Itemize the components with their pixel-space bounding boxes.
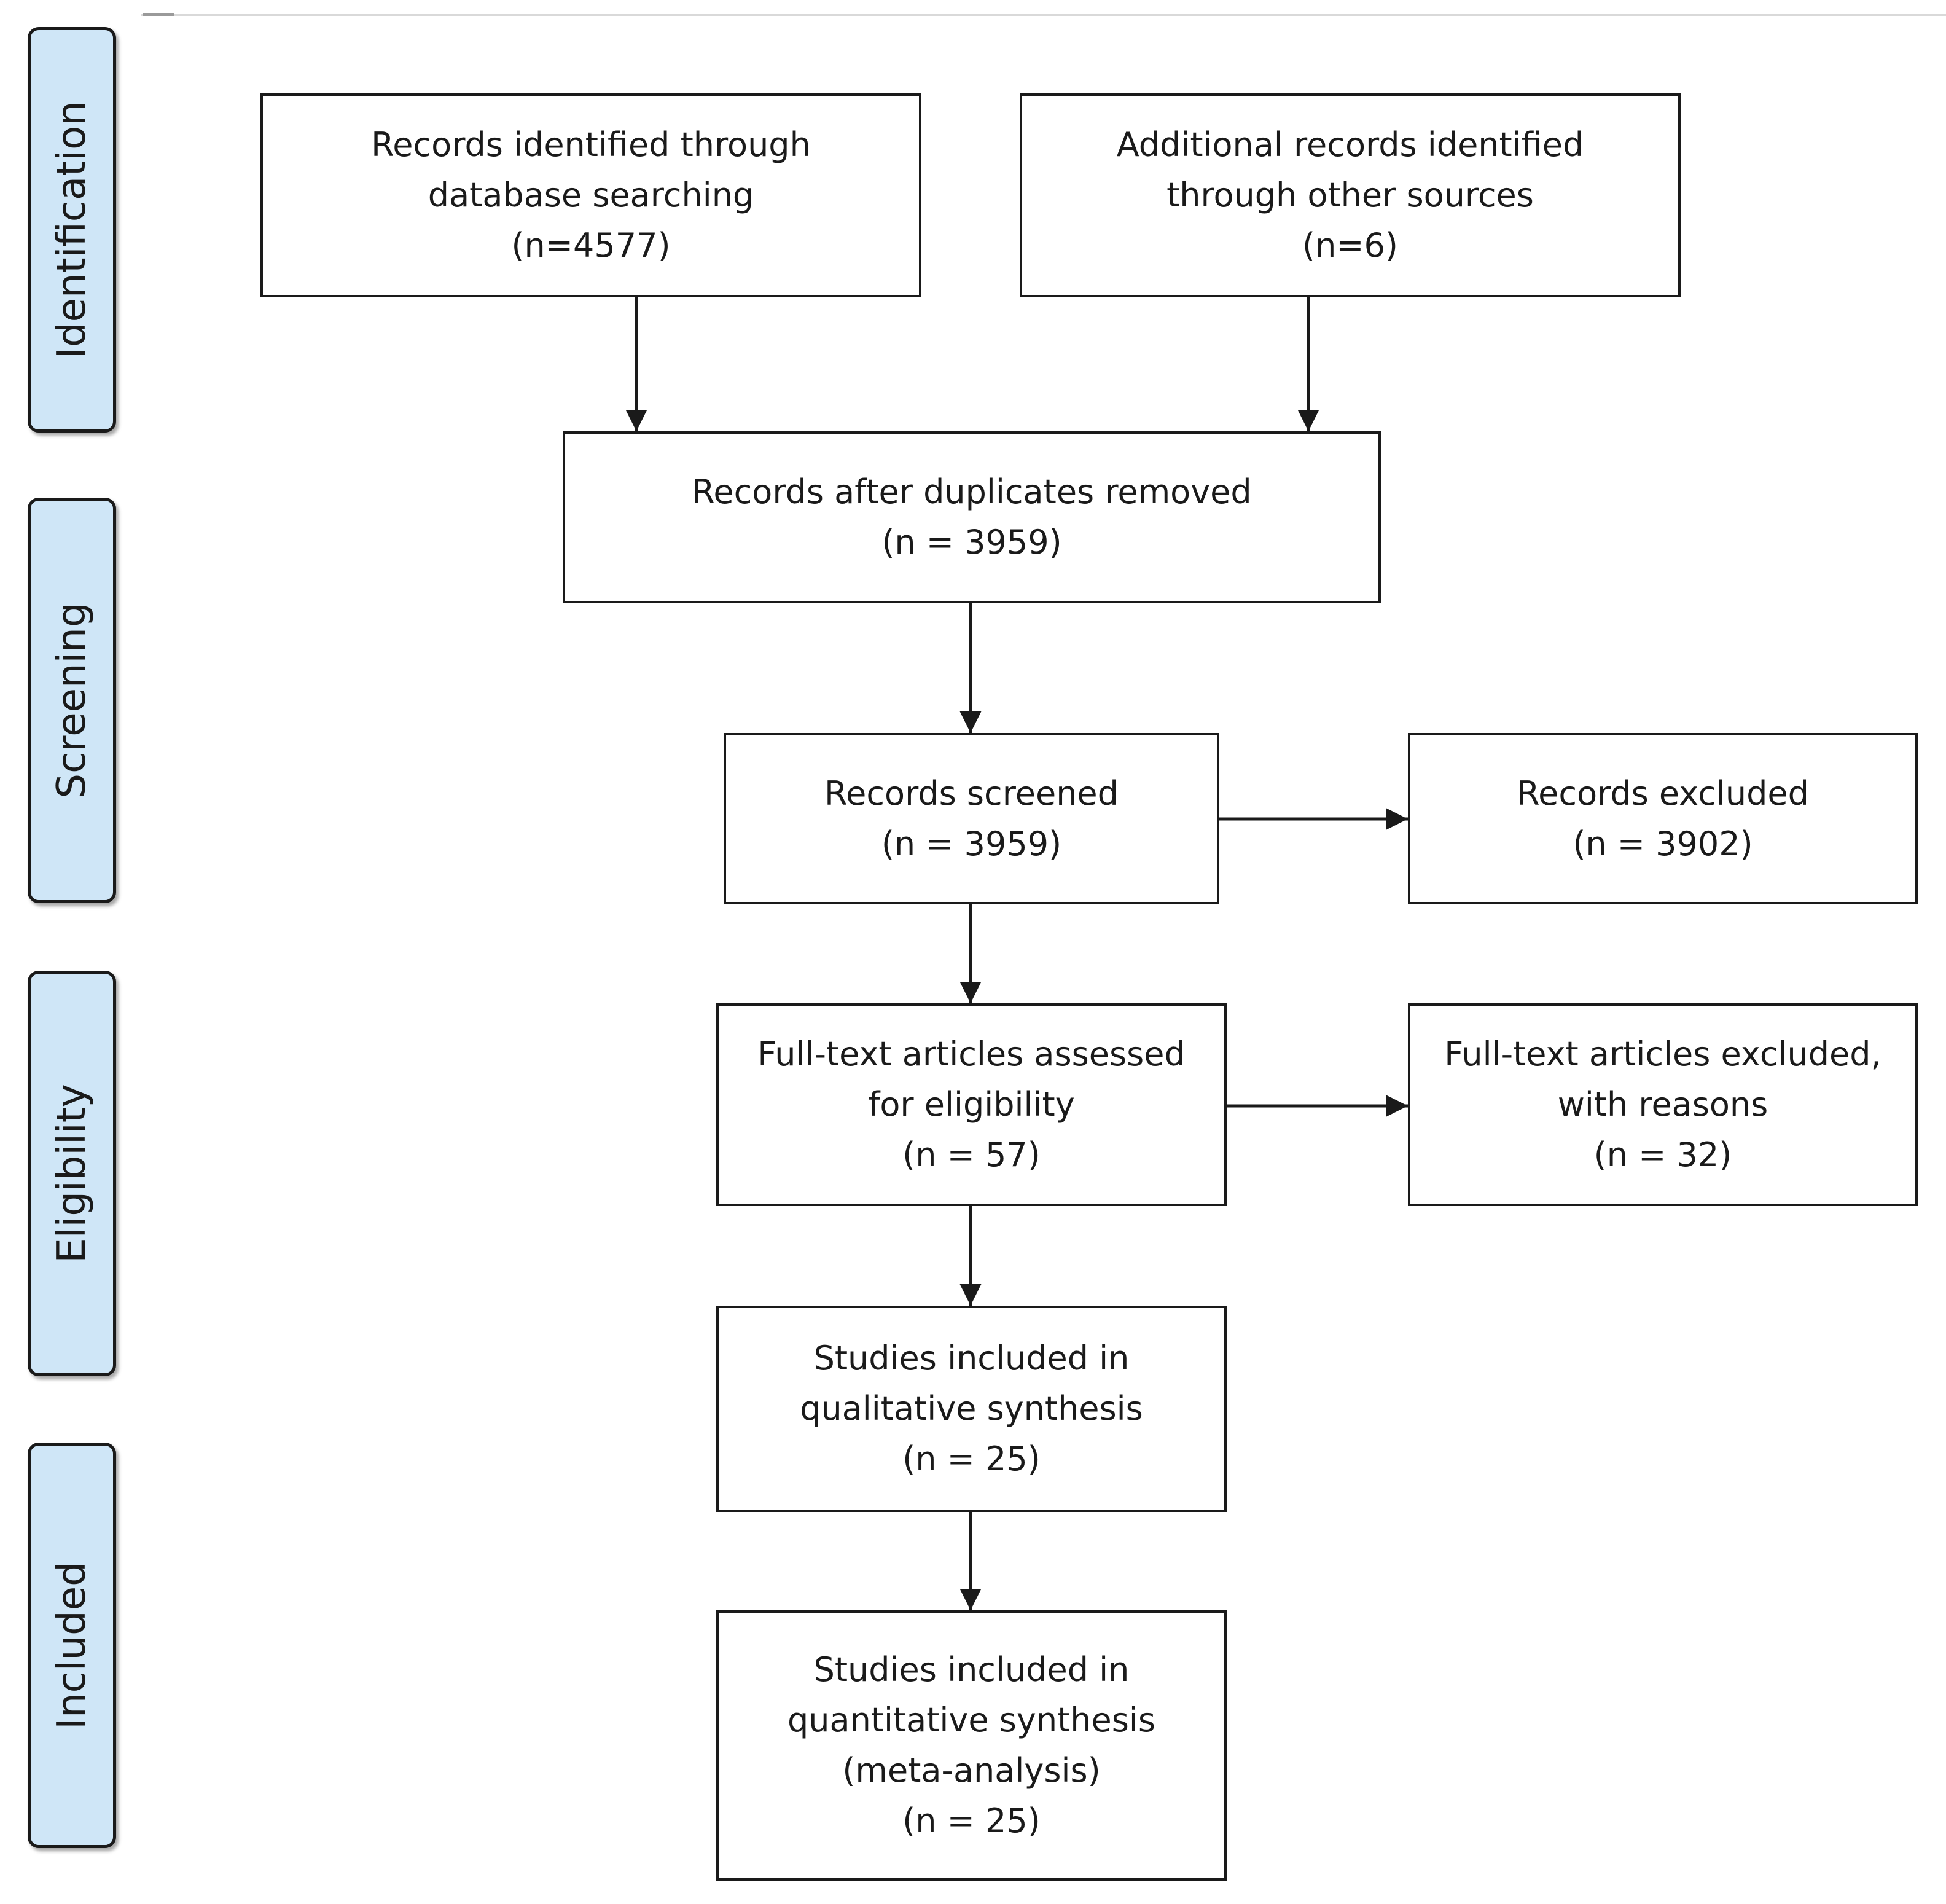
- box-screened-line-1: Records screened: [824, 774, 1119, 813]
- box-excluded: Records excluded (n = 3902): [1408, 733, 1918, 904]
- box-fulltext-excluded-line-1: Full-text articles excluded,: [1444, 1035, 1882, 1073]
- box-qualitative-synthesis-line-1: Studies included in: [813, 1339, 1130, 1377]
- box-qualitative-synthesis-line-2: qualitative synthesis: [800, 1389, 1143, 1428]
- stage-identification: Identification: [28, 27, 116, 433]
- box-deduplicated-count: (n = 3959): [881, 523, 1062, 562]
- box-qualitative-synthesis-count: (n = 25): [902, 1440, 1041, 1478]
- box-qualitative-synthesis: Studies included in qualitative synthesi…: [716, 1306, 1227, 1512]
- box-fulltext-assessed-line-2: for eligibility: [868, 1085, 1075, 1124]
- top-divider-line: [141, 14, 1946, 16]
- box-database-records-line-2: database searching: [428, 176, 754, 214]
- box-other-sources-line-1: Additional records identified: [1116, 125, 1584, 164]
- box-fulltext-excluded-line-2: with reasons: [1557, 1085, 1768, 1124]
- top-divider-mark: [143, 13, 174, 16]
- box-excluded-line-1: Records excluded: [1517, 774, 1809, 813]
- stage-included: Included: [28, 1443, 116, 1848]
- box-screened-count: (n = 3959): [881, 824, 1062, 863]
- box-other-sources: Additional records identified through ot…: [1020, 93, 1681, 297]
- box-database-records: Records identified through database sear…: [260, 93, 921, 297]
- box-excluded-count: (n = 3902): [1573, 824, 1753, 863]
- box-fulltext-assessed-count: (n = 57): [902, 1135, 1041, 1174]
- box-quantitative-synthesis-line-2: quantitative synthesis: [787, 1701, 1155, 1739]
- box-fulltext-assessed-line-1: Full-text articles assessed: [757, 1035, 1186, 1073]
- box-quantitative-synthesis-line-3: (meta-analysis): [842, 1751, 1101, 1790]
- box-quantitative-synthesis-line-1: Studies included in: [813, 1650, 1130, 1689]
- box-fulltext-assessed: Full-text articles assessed for eligibil…: [716, 1003, 1227, 1206]
- box-database-records-line-1: Records identified through: [371, 125, 811, 164]
- box-fulltext-excluded: Full-text articles excluded, with reason…: [1408, 1003, 1918, 1206]
- box-fulltext-excluded-count: (n = 32): [1593, 1135, 1732, 1174]
- stage-eligibility: Eligibility: [28, 971, 116, 1376]
- box-quantitative-synthesis: Studies included in quantitative synthes…: [716, 1610, 1227, 1881]
- box-quantitative-synthesis-count: (n = 25): [902, 1801, 1041, 1840]
- box-other-sources-line-2: through other sources: [1166, 176, 1534, 214]
- box-other-sources-count: (n=6): [1302, 226, 1398, 265]
- box-deduplicated-line-1: Records after duplicates removed: [692, 472, 1252, 511]
- box-deduplicated: Records after duplicates removed (n = 39…: [563, 431, 1381, 603]
- box-screened: Records screened (n = 3959): [724, 733, 1219, 904]
- stage-screening: Screening: [28, 498, 116, 903]
- box-database-records-count: (n=4577): [511, 226, 671, 265]
